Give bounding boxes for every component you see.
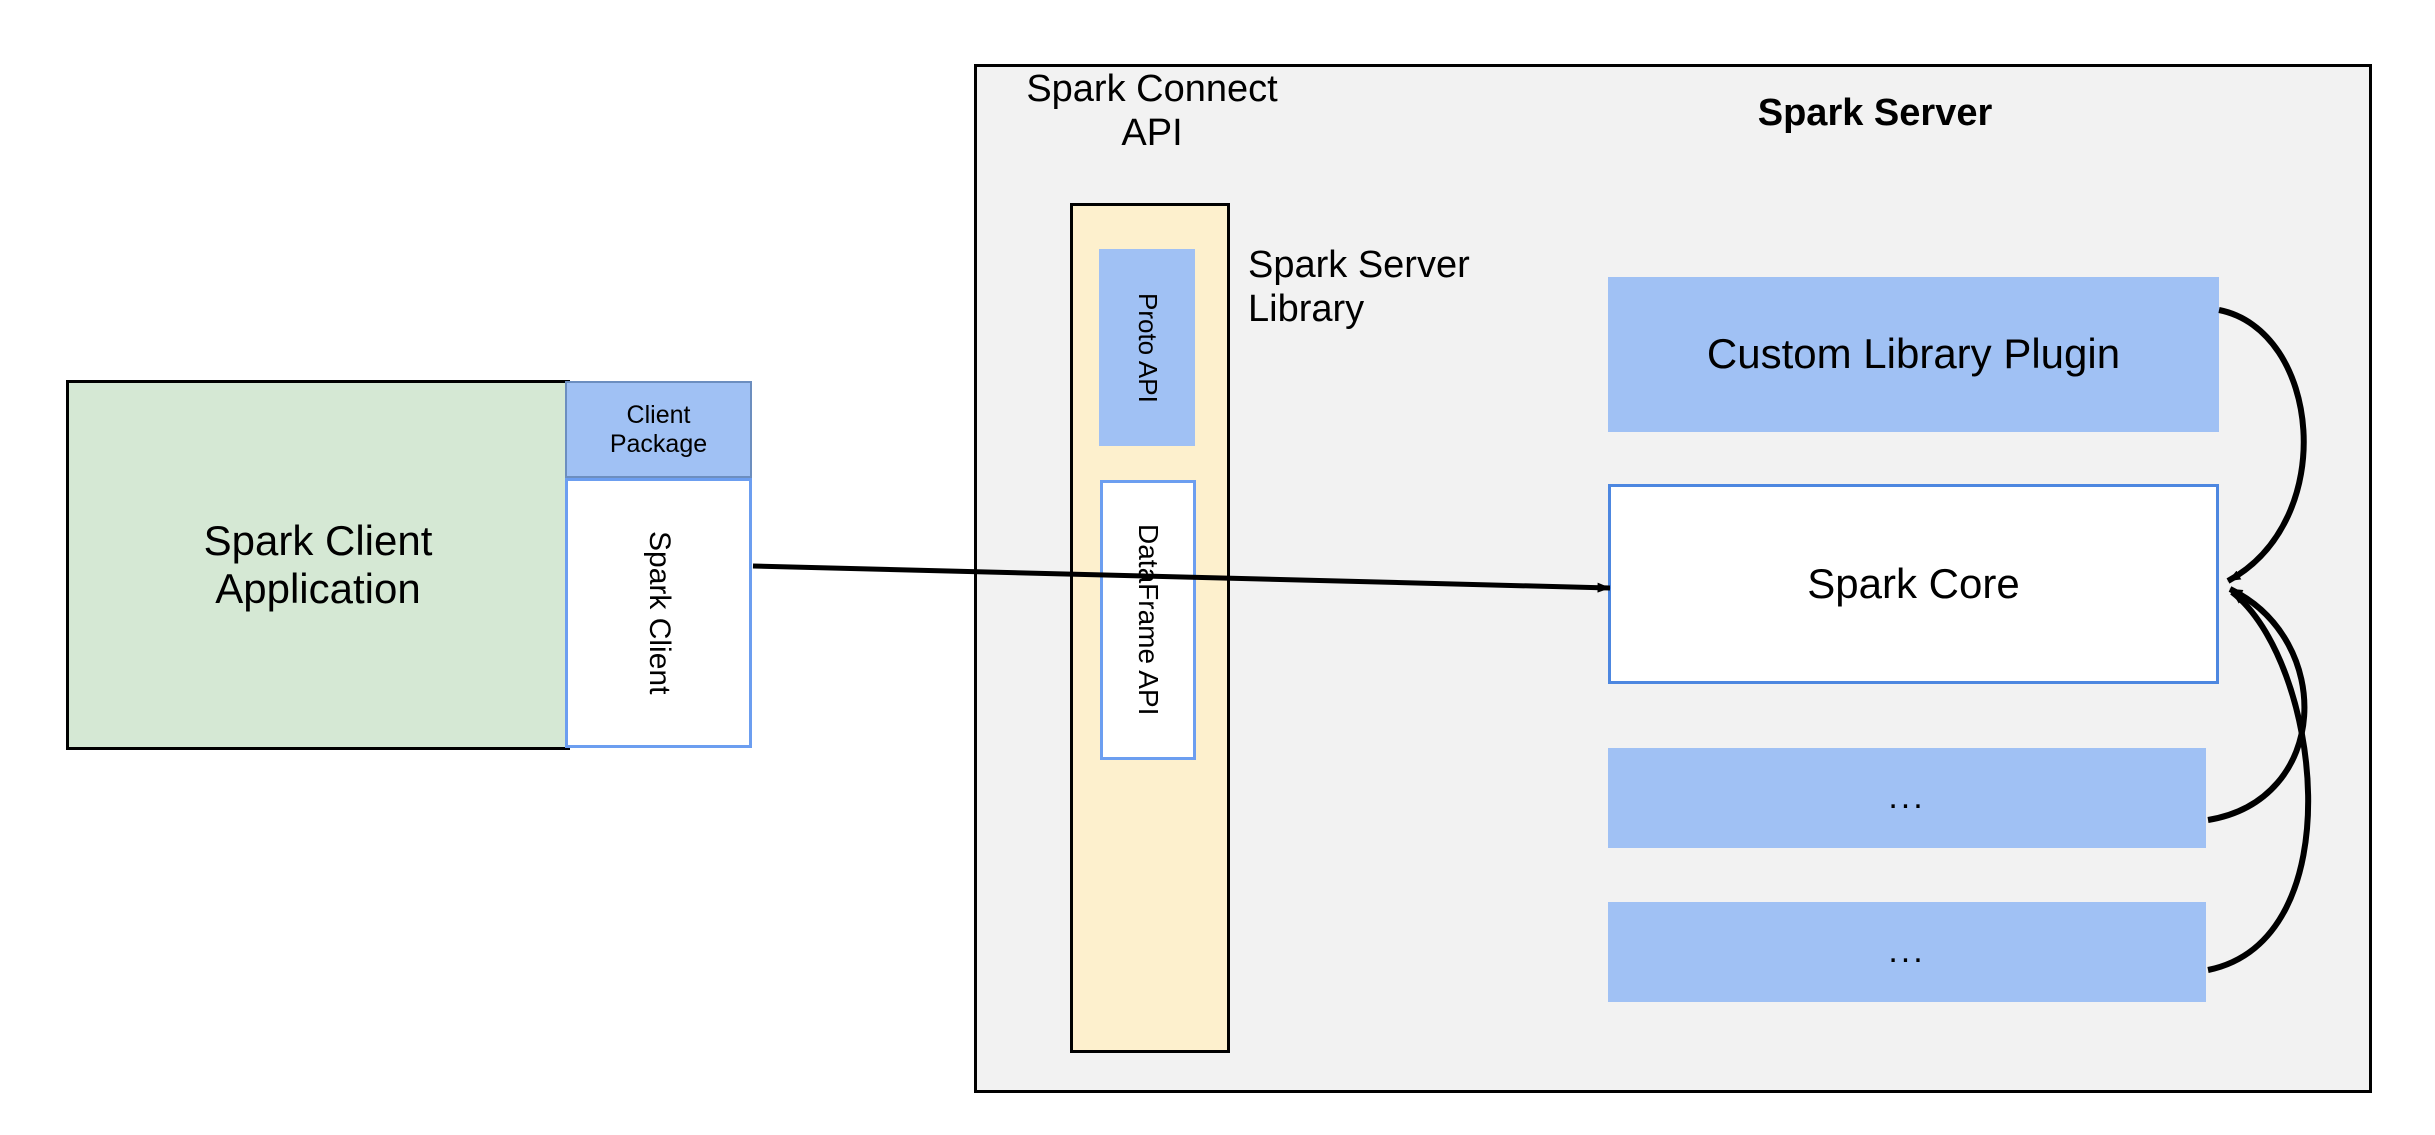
client-package-label: Client Package — [610, 401, 707, 459]
ellipsis-box-2[interactable]: ... — [1608, 902, 2206, 1002]
client-app-label-line1: Spark Client — [203, 516, 433, 564]
ellipsis-box-1[interactable]: ... — [1608, 748, 2206, 848]
spark-server-title: Spark Server — [1757, 92, 1993, 135]
client-package-box[interactable]: Client Package — [565, 381, 752, 478]
connect-api-line1: Spark Connect — [1026, 68, 1278, 110]
spark-client-application-label: Spark Client Application — [186, 517, 451, 614]
spark-client-label: Spark Client — [642, 531, 676, 695]
spark-core-label: Spark Core — [1807, 559, 2020, 607]
proto-api-box[interactable]: Proto API — [1099, 249, 1195, 446]
custom-library-plugin-box[interactable]: Custom Library Plugin — [1608, 277, 2219, 432]
client-app-label-line2: Application — [215, 565, 421, 612]
spark-connect-api-label: Spark Connect API — [1012, 68, 1292, 164]
client-package-label-line2: Package — [609, 429, 708, 458]
connect-api-line2: API — [1121, 111, 1183, 154]
ellipsis-label-2: ... — [1888, 932, 1926, 971]
spark-client-box[interactable]: Spark Client — [565, 478, 752, 748]
dataframe-api-box[interactable]: DataFrame API — [1100, 480, 1196, 760]
server-library-line1: Spark Server — [1248, 244, 1470, 286]
server-library-line2: Library — [1248, 287, 1365, 330]
custom-library-plugin-label: Custom Library Plugin — [1706, 330, 2121, 378]
spark-core-box[interactable]: Spark Core — [1608, 484, 2219, 684]
client-package-label-line1: Client — [626, 400, 691, 429]
ellipsis-label-1: ... — [1888, 778, 1926, 817]
spark-server-library-label: Spark Server Library — [1248, 244, 1548, 344]
proto-api-label: Proto API — [1132, 292, 1163, 403]
dataframe-api-label: DataFrame API — [1133, 524, 1165, 716]
spark-client-application-box[interactable]: Spark Client Application — [66, 380, 570, 750]
